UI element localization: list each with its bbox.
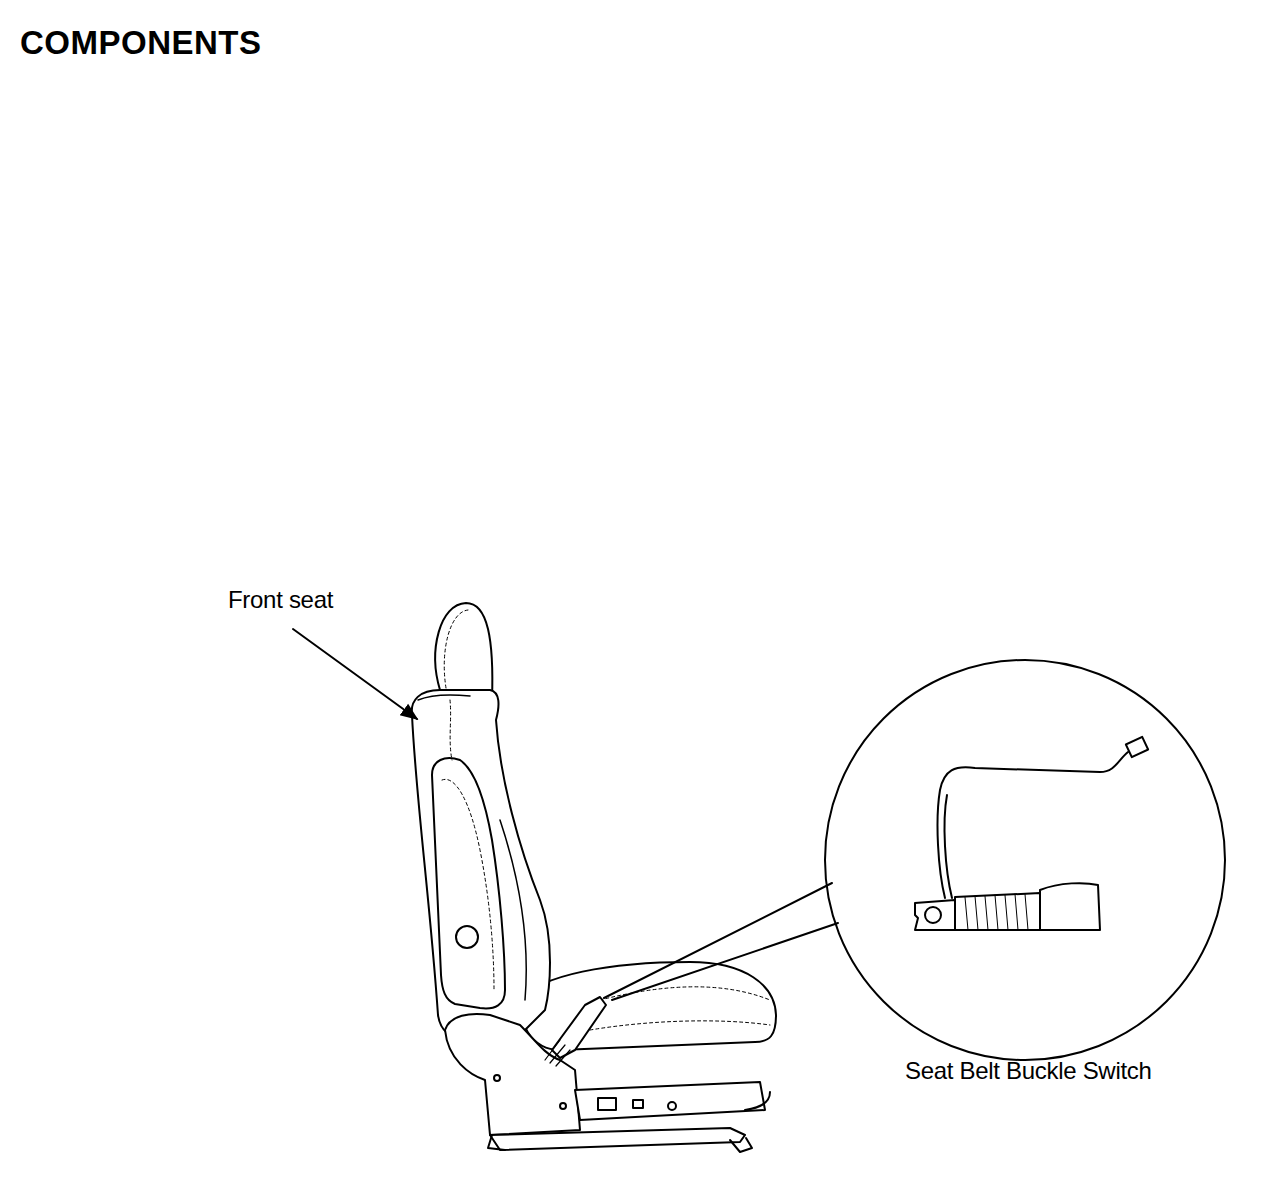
label-holder: Seat Belt Buckle Switch bbox=[905, 1057, 1152, 1085]
label-holder: Front seat bbox=[228, 586, 333, 614]
title-holder: COMPONENTS bbox=[20, 24, 262, 62]
part-name: Seat Belt Buckle Switch bbox=[905, 1057, 1152, 1085]
page-title: COMPONENTS bbox=[20, 24, 262, 62]
part-name: Front seat bbox=[228, 586, 333, 614]
